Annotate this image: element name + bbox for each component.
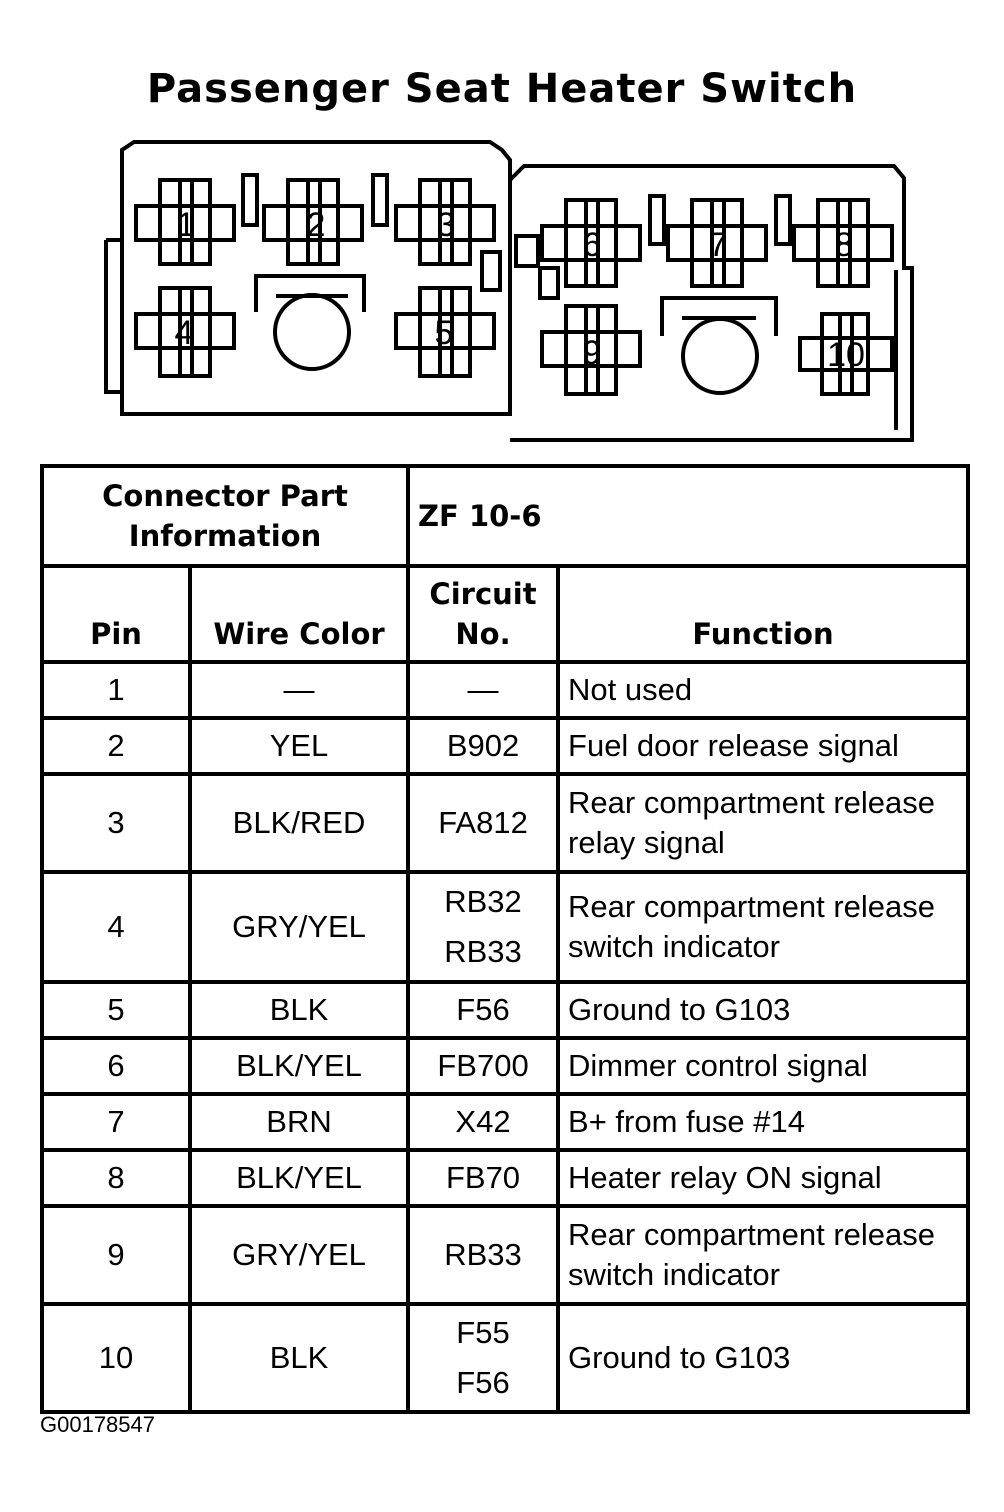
connector-housing-left <box>120 140 512 416</box>
function-cell: Rear compartment release relay signal <box>556 772 971 874</box>
terminal-pin-2 <box>262 178 364 266</box>
circuit-number: F56 <box>456 992 510 1027</box>
wire-color-cell: BLK/YEL <box>187 1036 411 1096</box>
circuit-number: — <box>467 672 499 707</box>
function-cell: B+ from fuse #14 <box>556 1092 971 1152</box>
header-function: Function <box>556 564 971 664</box>
function-cell: Rear compartment release switch indicato… <box>556 1204 971 1306</box>
terminal-pin-5 <box>394 286 496 378</box>
circuit-cell: — <box>406 660 561 720</box>
function-cell: Ground to G103 <box>556 980 971 1040</box>
connector-pinout-table: Connector Part Information ZF 10-6 Pin W… <box>39 464 971 1414</box>
circuit-cell: X42 <box>406 1092 561 1152</box>
locator-left <box>273 293 351 371</box>
pin-cell: 3 <box>40 772 192 874</box>
terminal-pin-10 <box>798 312 894 396</box>
wire-color-cell: YEL <box>187 716 411 776</box>
diagram-title: Passenger Seat Heater Switch <box>146 66 858 112</box>
pin-cell: 9 <box>40 1204 192 1306</box>
pin-label-6: 6 <box>583 226 602 264</box>
function-cell: Heater relay ON signal <box>556 1148 971 1208</box>
pin-label-10: 10 <box>827 336 865 374</box>
part-info-label: Connector Part Information <box>39 464 411 568</box>
terminal-pin-1 <box>134 178 236 266</box>
header-row: Pin Wire Color Circuit No. Function <box>40 564 971 664</box>
circuit-number: RB33 <box>444 934 522 969</box>
pin-cell: 8 <box>40 1148 192 1208</box>
circuit-number: FB70 <box>445 1160 521 1195</box>
circuit-cell: B902 <box>406 716 561 776</box>
circuit-number: F56 <box>456 1365 510 1400</box>
part-info-row: Connector Part Information ZF 10-6 <box>39 464 971 568</box>
pin-label-1: 1 <box>177 206 196 244</box>
table-row: 1——Not used <box>40 660 971 720</box>
locator-right <box>681 317 759 395</box>
terminal-pin-8 <box>792 198 894 288</box>
circuit-number: F55 <box>456 1315 510 1350</box>
wire-color-cell: BRN <box>187 1092 411 1152</box>
circuit-number: RB33 <box>444 1237 522 1272</box>
circuit-number: FB700 <box>437 1048 529 1083</box>
circuit-cell: FB700 <box>406 1036 561 1096</box>
wire-color-cell: — <box>187 660 411 720</box>
circuit-cell: F56 <box>406 980 561 1040</box>
figure-id: G00178547 <box>40 1412 155 1437</box>
circuit-number: RB32 <box>444 884 522 919</box>
pin-label-9: 9 <box>583 334 602 372</box>
pin-label-5: 5 <box>435 314 454 352</box>
wire-color-cell: BLK <box>187 980 411 1040</box>
circuit-cell: RB33 <box>406 1204 561 1306</box>
pin-cell: 2 <box>40 716 192 776</box>
pin-label-7: 7 <box>709 226 728 264</box>
function-cell: Fuel door release signal <box>556 716 971 776</box>
pin-cell: 4 <box>40 870 192 984</box>
pin-label-2: 2 <box>307 206 326 244</box>
header-circuit-no: Circuit No. <box>406 564 561 664</box>
terminal-pin-7 <box>666 198 768 288</box>
circuit-cell: FB70 <box>406 1148 561 1208</box>
terminal-pin-6 <box>540 198 642 288</box>
pin-cell: 7 <box>40 1092 192 1152</box>
connector-diagram: 1 2 3 4 5 6 7 8 9 10 <box>104 140 914 442</box>
circuit-cell: FA812 <box>406 772 561 874</box>
header-wire-color: Wire Color <box>187 564 411 664</box>
circuit-number: B902 <box>446 728 520 763</box>
pin-label-3: 3 <box>437 206 456 244</box>
wire-color-cell: BLK <box>187 1302 411 1414</box>
function-cell: Not used <box>556 660 971 720</box>
wire-color-cell: BLK/RED <box>187 772 411 874</box>
wire-color-cell: GRY/YEL <box>187 1204 411 1306</box>
pin-cell: 1 <box>40 660 192 720</box>
function-cell: Ground to G103 <box>556 1302 971 1414</box>
function-cell: Dimmer control signal <box>556 1036 971 1096</box>
pin-label-8: 8 <box>835 226 854 264</box>
pin-cell: 5 <box>40 980 192 1040</box>
terminal-pin-9 <box>540 304 642 396</box>
terminal-pin-3 <box>394 178 496 266</box>
wire-color-cell: BLK/YEL <box>187 1148 411 1208</box>
terminal-pin-4 <box>134 286 236 378</box>
wire-color-cell: GRY/YEL <box>187 870 411 984</box>
circuit-number: X42 <box>455 1104 511 1139</box>
part-info-value: ZF 10-6 <box>406 464 971 568</box>
header-pin: Pin <box>40 564 192 664</box>
pin-label-4: 4 <box>175 314 194 352</box>
circuit-number: FA812 <box>438 805 528 840</box>
connector-housing-right <box>508 164 914 442</box>
pin-cell: 10 <box>40 1302 192 1414</box>
function-cell: Rear compartment release switch indicato… <box>556 870 971 984</box>
pin-cell: 6 <box>40 1036 192 1096</box>
